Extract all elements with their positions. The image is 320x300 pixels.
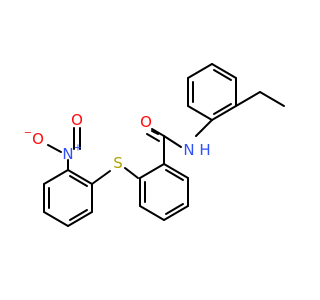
bond <box>163 205 189 221</box>
bond <box>151 130 159 135</box>
bond <box>211 105 237 121</box>
bond <box>187 63 213 79</box>
structure-svg: O − N + O S O N H <box>24 63 285 227</box>
molecule-structure-diagram: O − N + O S O N H <box>24 63 285 227</box>
bond <box>211 63 237 79</box>
atom-label: H <box>199 141 210 159</box>
bond <box>43 169 69 185</box>
bond <box>67 169 93 185</box>
bond <box>213 103 232 115</box>
bond <box>165 203 184 215</box>
charge-label: − <box>24 128 32 139</box>
bond <box>187 105 213 121</box>
bond <box>213 69 232 81</box>
charge-label: + <box>74 143 82 154</box>
atom-label: N <box>62 145 73 163</box>
bond <box>163 163 189 179</box>
bond <box>91 170 111 185</box>
bond <box>139 163 165 179</box>
bond <box>124 167 139 179</box>
bond <box>235 91 261 107</box>
bond <box>195 119 213 137</box>
bond <box>67 211 93 227</box>
bond <box>151 128 165 137</box>
bonds <box>43 63 285 227</box>
bond <box>146 133 160 142</box>
bond <box>139 205 165 221</box>
atom-label: O <box>140 113 152 131</box>
atom-label: N <box>183 141 194 159</box>
bond <box>165 169 184 181</box>
bond <box>43 211 69 227</box>
bond <box>69 209 88 221</box>
atom-label: O <box>71 111 83 129</box>
bond <box>47 144 62 153</box>
bond <box>69 175 88 187</box>
bond <box>259 91 285 107</box>
atom-label: S <box>113 154 123 172</box>
atom-labels: O − N + O S O N H <box>24 111 211 172</box>
atom-label: O <box>32 130 44 148</box>
bond <box>163 135 182 148</box>
